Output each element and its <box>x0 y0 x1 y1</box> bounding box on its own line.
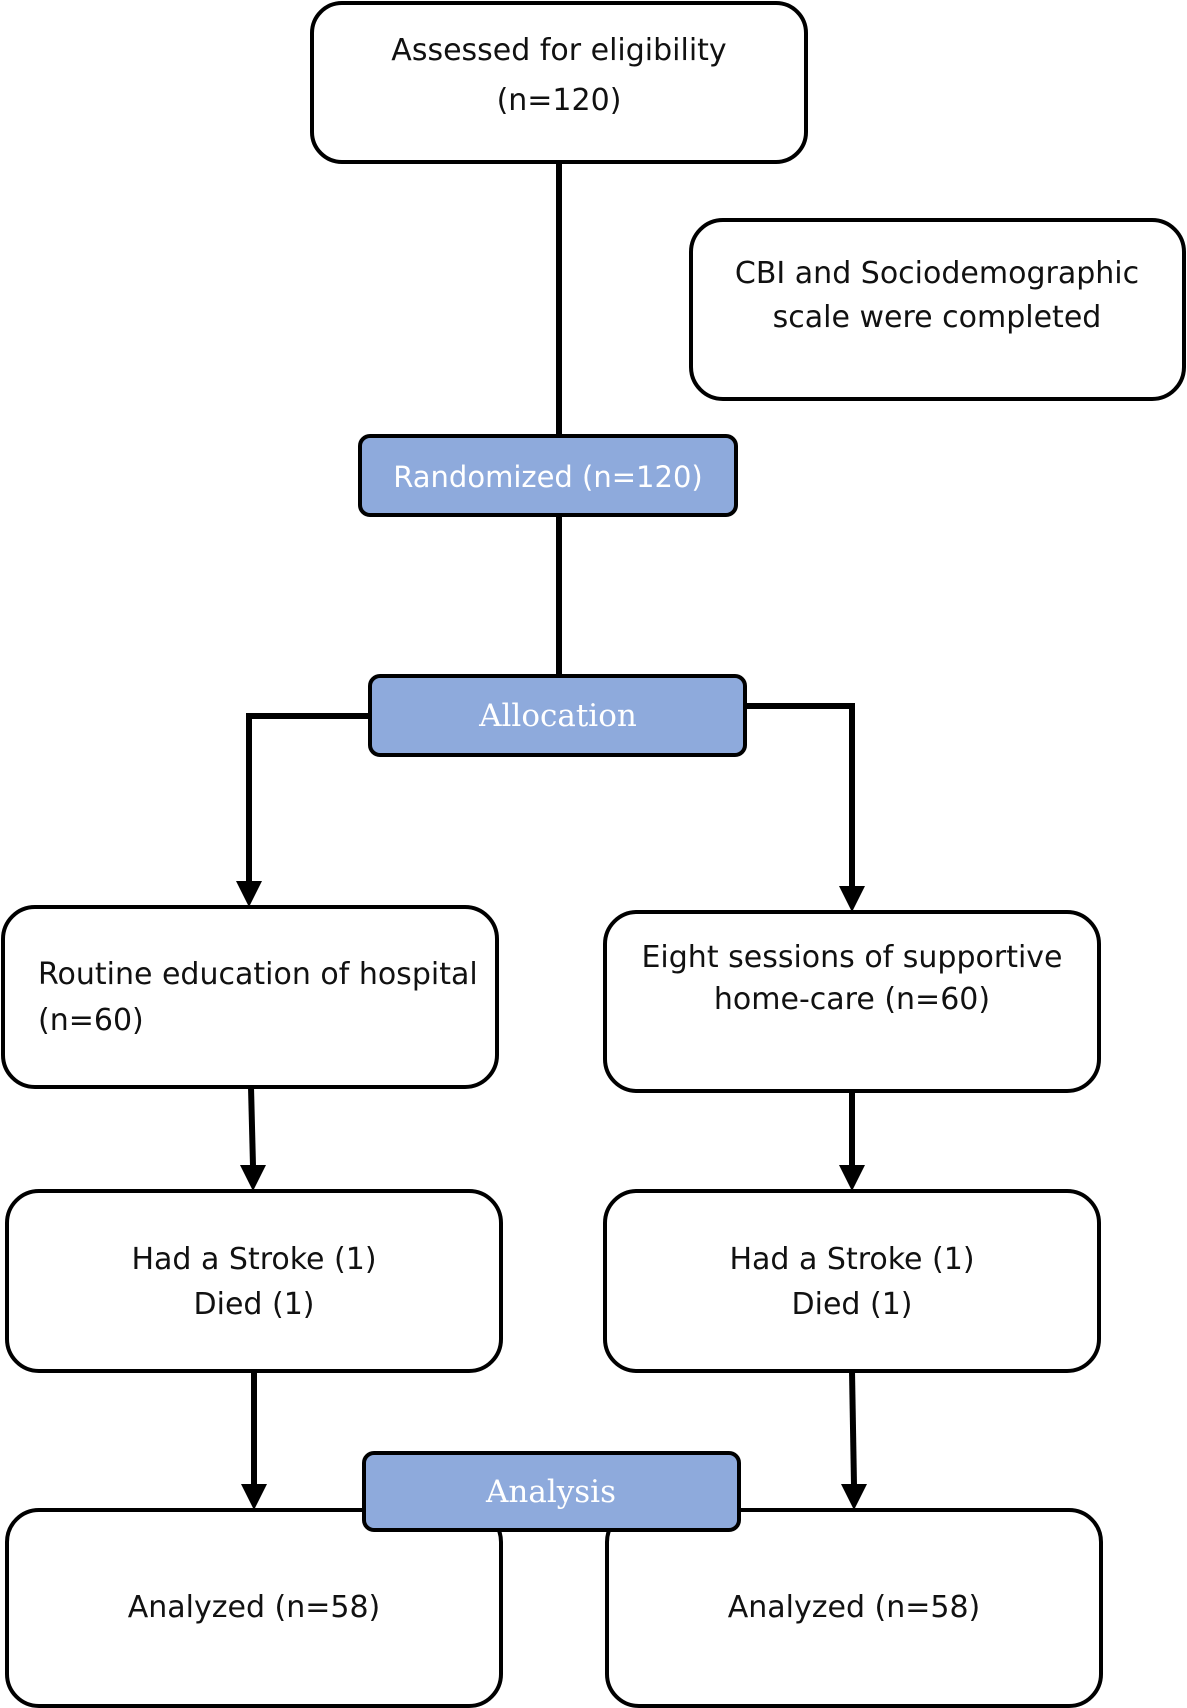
eligibility-label: Assessed for eligibility <box>391 33 726 68</box>
control-group-line-1: Routine education of hospital <box>38 957 478 992</box>
baseline-measures-box: CBI and Sociodemographic scale were comp… <box>689 218 1186 401</box>
control-analyzed-label: Analyzed (n=58) <box>128 1590 381 1625</box>
eligibility-count: (n=120) <box>497 83 622 118</box>
allocation-label: Allocation <box>478 698 637 734</box>
intervention-analyzed-label: Analyzed (n=58) <box>728 1590 981 1625</box>
analysis-label: Analysis <box>485 1474 616 1510</box>
intervention-group-line-1: Eight sessions of supportive <box>641 940 1062 975</box>
control-group-line-2: (n=60) <box>38 1003 144 1038</box>
intervention-analyzed-box: Analyzed (n=58) <box>605 1508 1103 1708</box>
allocation-header: Allocation <box>368 674 747 757</box>
arrowhead-intervention-analyzed <box>841 1484 867 1510</box>
randomized-header: Randomized (n=120) <box>358 434 738 517</box>
control-analyzed-box: Analyzed (n=58) <box>5 1508 503 1708</box>
connectors <box>236 162 867 1510</box>
control-group-box: Routine education of hospital (n=60) <box>1 905 499 1089</box>
intervention-group-box: Eight sessions of supportive home-care (… <box>603 910 1101 1093</box>
connector-intervention-loss-to-analyzed <box>849 1370 857 1486</box>
baseline-line-2: scale were completed <box>773 300 1102 335</box>
analysis-header: Analysis <box>362 1451 741 1532</box>
intervention-loss-box: Had a Stroke (1) Died (1) <box>603 1189 1101 1373</box>
arrowhead-intervention-group <box>839 886 865 912</box>
arrowhead-control-analyzed <box>241 1484 267 1510</box>
control-loss-box: Had a Stroke (1) Died (1) <box>5 1189 503 1373</box>
intervention-loss-line-2: Died (1) <box>792 1287 913 1322</box>
baseline-line-1: CBI and Sociodemographic <box>735 256 1139 291</box>
eligibility-box: Assessed for eligibility (n=120) <box>310 1 808 164</box>
connector-allocation-to-intervention <box>745 703 855 887</box>
arrowhead-control-loss <box>240 1165 266 1191</box>
arrowhead-control-group <box>236 881 262 907</box>
connector-control-to-loss <box>248 1086 256 1167</box>
connector-allocation-to-control <box>246 713 370 882</box>
control-loss-line-2: Died (1) <box>194 1287 315 1322</box>
intervention-loss-line-1: Had a Stroke (1) <box>729 1242 974 1277</box>
control-loss-line-1: Had a Stroke (1) <box>131 1242 376 1277</box>
randomized-label: Randomized (n=120) <box>393 460 702 494</box>
intervention-group-line-2: home-care (n=60) <box>714 982 990 1017</box>
arrowhead-intervention-loss <box>839 1165 865 1191</box>
